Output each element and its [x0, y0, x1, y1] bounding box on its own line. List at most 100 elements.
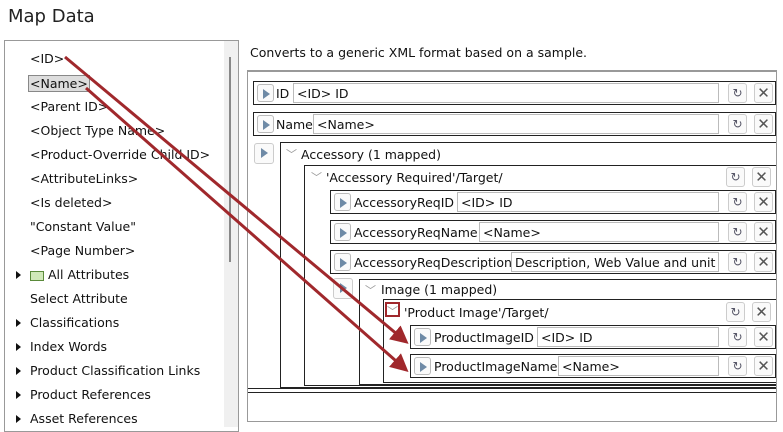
expand-button[interactable]: [257, 115, 274, 133]
close-icon[interactable]: ✕: [754, 192, 773, 212]
refresh-icon[interactable]: ↻: [728, 327, 747, 347]
chevron-down-icon[interactable]: ﹀: [311, 171, 322, 184]
expand-triangle-icon[interactable]: [16, 415, 21, 423]
mapping-input[interactable]: <Name>: [558, 356, 719, 376]
group-header: 'Accessory Required'/Target/: [326, 170, 503, 185]
expand-triangle-icon[interactable]: [16, 391, 21, 399]
close-icon[interactable]: ✕: [754, 327, 773, 347]
list-item-label: <Page Number>: [30, 243, 136, 258]
list-item-label: <Is deleted>: [30, 195, 113, 210]
mapping-input[interactable]: <ID> ID: [457, 192, 719, 212]
list-item-label: Index Words: [30, 339, 108, 354]
group-header: Image (1 mapped): [381, 282, 498, 297]
list-item[interactable]: All Attributes: [30, 267, 129, 282]
group-header: 'Product Image'/Target/: [404, 305, 549, 320]
highlight-box: [385, 302, 400, 317]
expand-triangle-icon[interactable]: [16, 319, 21, 327]
mapping-input[interactable]: <Name>: [479, 222, 719, 242]
divider: [248, 388, 776, 393]
refresh-icon[interactable]: ↻: [728, 252, 747, 272]
expand-button[interactable]: [257, 84, 274, 102]
list-item[interactable]: Asset References: [30, 411, 138, 426]
close-icon[interactable]: ✕: [754, 222, 773, 242]
expand-button[interactable]: [414, 357, 431, 375]
mapping-panel: [247, 70, 777, 422]
mapping-input[interactable]: Description, Web Value and unit: [511, 252, 719, 272]
list-item-label: <Parent ID>: [30, 99, 109, 114]
row-label: AccessoryReqName: [354, 225, 478, 240]
list-item-label: <AttributeLinks>: [30, 171, 139, 186]
row-label: ID: [276, 86, 290, 101]
description: Converts to a generic XML format based o…: [250, 45, 588, 60]
list-item[interactable]: <Is deleted>: [30, 195, 112, 210]
list-item[interactable]: <Parent ID>: [30, 99, 108, 114]
list-item[interactable]: Product References: [30, 387, 151, 402]
expand-button[interactable]: [334, 223, 351, 241]
list-item[interactable]: <Page Number>: [30, 243, 135, 258]
list-item-label: Classifications: [30, 315, 120, 330]
mapping-row-name: Name <Name> ↻ ✕: [253, 112, 776, 136]
row-label: AccessoryReqDescription: [354, 255, 512, 270]
scrollbar[interactable]: [224, 41, 238, 427]
scrollbar-thumb[interactable]: [229, 57, 231, 262]
refresh-icon[interactable]: ↻: [726, 167, 745, 187]
list-item-label: Product Classification Links: [30, 363, 201, 378]
list-item-label: <ID>: [30, 51, 65, 66]
expand-button[interactable]: [334, 253, 351, 271]
list-item[interactable]: <AttributeLinks>: [30, 171, 138, 186]
arrow-name: [85, 86, 409, 372]
image-group: [359, 279, 776, 385]
list-item-label: Select Attribute: [30, 291, 128, 306]
list-item[interactable]: "Constant Value": [30, 219, 136, 234]
mapping-row: ProductImageName <Name> ↻ ✕: [410, 354, 776, 378]
mapping-row: AccessoryReqDescription Description, Web…: [330, 250, 776, 274]
list-item[interactable]: Classifications: [30, 315, 119, 330]
mapping-input[interactable]: <ID> ID: [293, 83, 719, 103]
close-icon[interactable]: ✕: [754, 83, 773, 103]
expand-triangle-icon[interactable]: [16, 343, 21, 351]
expand-button[interactable]: [254, 143, 274, 164]
chevron-down-icon[interactable]: ﹀: [365, 284, 376, 297]
chevron-down-icon[interactable]: ﹀: [286, 148, 297, 161]
list-item-label: Asset References: [30, 411, 138, 426]
folder-icon: [30, 270, 44, 281]
refresh-icon[interactable]: ↻: [728, 192, 747, 212]
chevron-down-icon[interactable]: ﹀: [387, 305, 398, 318]
mapping-row-id: ID <ID> ID ↻ ✕: [253, 81, 776, 105]
mapping-row: AccessoryReqName <Name> ↻ ✕: [330, 220, 776, 244]
refresh-icon[interactable]: ↻: [728, 83, 747, 103]
list-item-label: <Name>: [30, 76, 88, 91]
list-item[interactable]: <Name>: [28, 75, 90, 92]
expand-button[interactable]: [334, 193, 351, 211]
mapping-input[interactable]: <ID> ID: [537, 327, 719, 347]
list-item[interactable]: Index Words: [30, 339, 107, 354]
accessory-target-group: [304, 165, 776, 386]
close-icon[interactable]: ✕: [752, 167, 771, 187]
list-item[interactable]: Product Classification Links: [30, 363, 200, 378]
list-item[interactable]: <ID>: [30, 51, 64, 66]
row-label: AccessoryReqID: [354, 195, 455, 210]
mapping-input[interactable]: <Name>: [313, 114, 719, 134]
refresh-icon[interactable]: ↻: [728, 356, 747, 376]
close-icon[interactable]: ✕: [754, 356, 773, 376]
close-icon[interactable]: ✕: [754, 114, 773, 134]
dialog-title: Map Data: [8, 6, 95, 27]
list-item[interactable]: Select Attribute: [30, 291, 128, 306]
expand-button[interactable]: [414, 328, 431, 346]
mapping-row: AccessoryReqID <ID> ID ↻ ✕: [330, 190, 776, 214]
expand-triangle-icon[interactable]: [16, 271, 21, 279]
list-item-label: Product References: [30, 387, 151, 402]
accessory-group: [280, 142, 776, 388]
refresh-icon[interactable]: ↻: [728, 222, 747, 242]
mapping-row: ProductImageID <ID> ID ↻ ✕: [410, 325, 776, 349]
close-icon[interactable]: ✕: [752, 302, 771, 322]
close-icon[interactable]: ✕: [754, 252, 773, 272]
group-header: Accessory (1 mapped): [301, 147, 441, 162]
refresh-icon[interactable]: ↻: [726, 302, 745, 322]
expand-triangle-icon[interactable]: [16, 367, 21, 375]
row-label: Name: [276, 117, 313, 132]
refresh-icon[interactable]: ↻: [728, 114, 747, 134]
image-target-group: [383, 299, 776, 383]
arrow-id: [64, 55, 409, 344]
